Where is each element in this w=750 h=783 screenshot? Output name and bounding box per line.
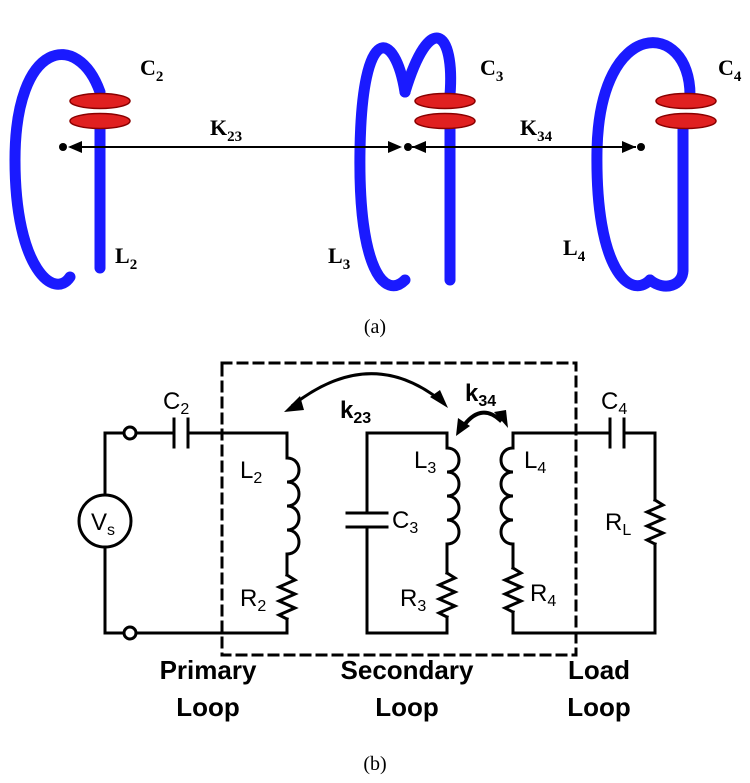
load-loop-label-2: Loop <box>567 692 631 722</box>
caption-a: (a) <box>364 316 386 338</box>
coupling-arrow-k23 <box>59 141 412 153</box>
label-l4-a: L4 <box>563 235 586 265</box>
terminal-top <box>122 425 138 441</box>
label-k34-b: k34 <box>465 380 496 410</box>
label-k23-b: k23 <box>340 397 371 427</box>
panel-b: Vs C2 L2 R2 k23 k34 C3 L3 R3 L4 R4 <box>77 361 667 775</box>
label-c4-b: C4 <box>601 388 627 418</box>
label-k23: K23 <box>210 115 242 145</box>
coil-l4 <box>591 37 717 292</box>
label-l4-b: L4 <box>524 447 546 477</box>
source-branch <box>103 431 289 635</box>
coupling-region-box <box>220 361 578 657</box>
voltage-source-vs <box>77 493 133 549</box>
caption-b: (b) <box>363 753 386 775</box>
label-r3-b: R3 <box>400 585 426 615</box>
coil-l3 <box>354 32 476 292</box>
load-loop <box>499 431 667 635</box>
label-r4-b: R4 <box>530 580 556 610</box>
label-k34: K34 <box>520 115 553 145</box>
label-l3-a: L3 <box>328 243 350 273</box>
label-c3-a: C3 <box>480 55 503 85</box>
label-rl-b: RL <box>605 509 631 539</box>
coupling-arrow-k34 <box>412 141 645 153</box>
label-c4-a: C4 <box>718 55 742 85</box>
label-l2-b: L2 <box>240 457 262 487</box>
capacitor-c2 <box>172 417 190 449</box>
primary-right-branch <box>275 431 301 635</box>
panel-a: C2 C3 C4 K23 K34 L2 L3 L4 (a) <box>9 32 742 338</box>
label-c2-a: C2 <box>140 55 163 85</box>
coil-l2 <box>9 49 131 290</box>
label-vs: Vs <box>91 509 115 539</box>
secondary-loop <box>345 431 461 635</box>
label-c3-b: C3 <box>392 507 418 537</box>
label-l2-a: L2 <box>115 243 137 273</box>
secondary-loop-label-2: Loop <box>375 692 439 722</box>
secondary-loop-label-1: Secondary <box>341 655 474 685</box>
coupling-arc-k23 <box>284 372 448 412</box>
primary-loop-label-2: Loop <box>176 692 240 722</box>
coupling-arc-k34 <box>456 410 508 436</box>
label-c2-b: C2 <box>163 388 189 418</box>
primary-loop-label-1: Primary <box>160 655 257 685</box>
load-loop-label-1: Load <box>568 655 630 685</box>
label-l3-b: L3 <box>414 447 436 477</box>
label-r2-b: R2 <box>240 585 266 615</box>
capacitor-c4 <box>608 417 626 449</box>
terminal-bottom <box>122 625 138 641</box>
